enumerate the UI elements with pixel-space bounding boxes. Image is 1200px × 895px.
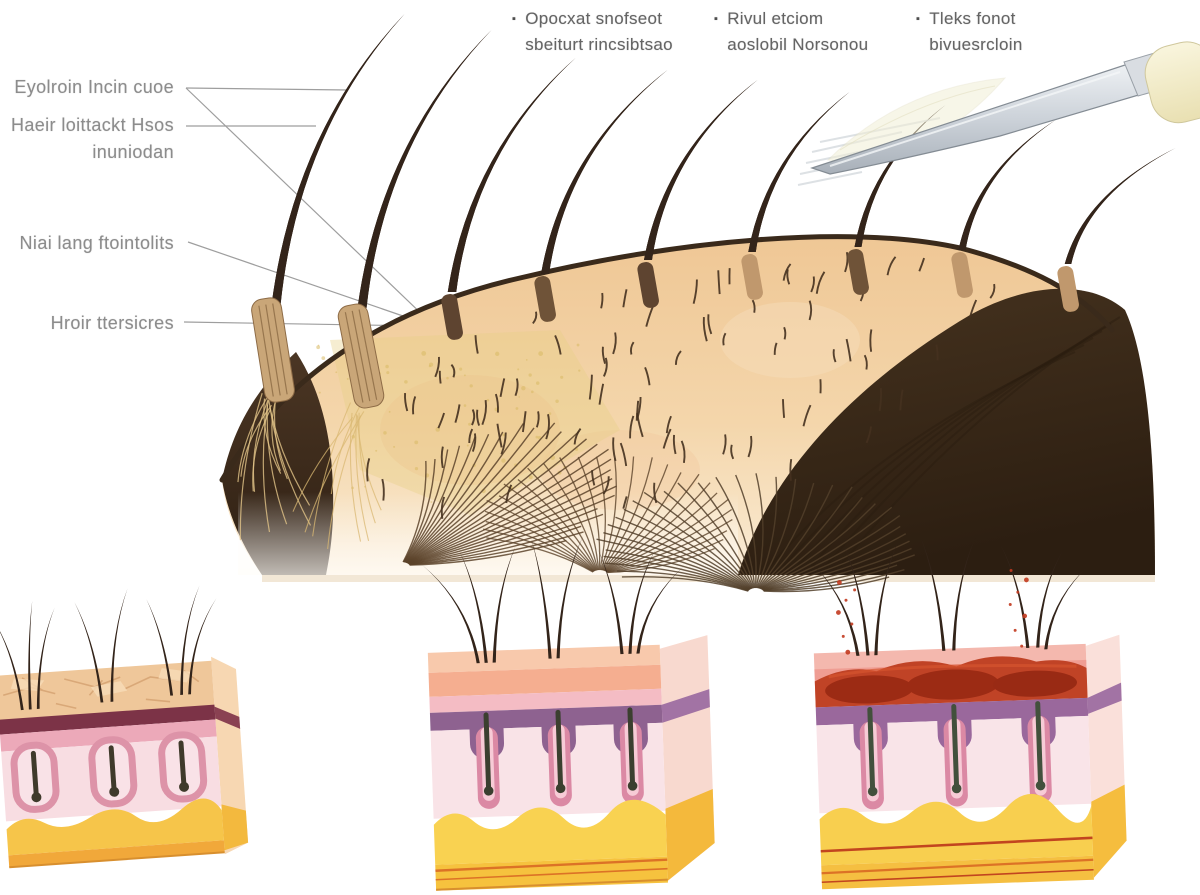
implanter-tool xyxy=(797,41,1200,186)
annotation-side-2: Haeir loittackt Hsos inuniodan xyxy=(0,112,174,166)
skin-block-1 xyxy=(0,585,249,869)
annotation-line: Niai lang ftointolits xyxy=(19,233,174,253)
dark-hair-mass-right xyxy=(738,288,1155,575)
leader-line xyxy=(185,87,431,323)
annotation-line: Opocxat snofseot xyxy=(525,9,663,28)
bullet-icon: ▪ xyxy=(512,13,517,25)
annotation-top-1: ▪ Opocxat snofseot sbeiturt rincsibtsao xyxy=(512,6,673,57)
annotation-line: Hroir ttersicres xyxy=(50,313,174,333)
annotation-line: inuniodan xyxy=(92,142,174,162)
scalp-stubble xyxy=(366,251,996,519)
tool-handle xyxy=(1144,41,1200,124)
annotation-line: aoslobil Norsonou xyxy=(727,34,869,54)
annotation-line: Eyolroin Incin cuoe xyxy=(14,77,174,97)
annotation-side-1: Eyolroin Incin cuoe xyxy=(0,74,174,101)
leader-lines xyxy=(183,87,433,327)
bullet-icon: ▪ xyxy=(916,13,921,25)
scalp-illustration xyxy=(219,14,1176,593)
leader-line xyxy=(185,87,349,91)
blood-spray-dots xyxy=(836,568,1029,655)
annotation-line: Rivul etciom xyxy=(727,9,824,28)
annotation-line: Tleks fonot xyxy=(929,9,1016,28)
annotation-top-3: ▪ Tleks fonot bivuesrcloin xyxy=(916,6,1023,57)
combed-hair-fans xyxy=(402,422,915,593)
annotation-side-3: Niai lang ftointolits xyxy=(0,230,174,257)
skin-block-2 xyxy=(422,535,715,891)
annotation-side-4: Hroir ttersicres xyxy=(0,310,174,337)
annotation-line: sbeiturt rincsibtsao xyxy=(525,34,673,54)
annotation-line: bivuesrcloin xyxy=(929,34,1023,54)
graft-fiber-bundles xyxy=(237,392,382,550)
leader-line xyxy=(187,241,433,327)
skin-block-3 xyxy=(810,533,1127,890)
hair-graft-plugs xyxy=(251,249,1079,409)
bullet-icon: ▪ xyxy=(714,13,719,25)
annotation-line: Haeir loittackt Hsos xyxy=(10,115,174,135)
annotation-top-2: ▪ Rivul etciom aoslobil Norsonou xyxy=(714,6,868,57)
implanted-long-hairs xyxy=(271,14,1176,308)
